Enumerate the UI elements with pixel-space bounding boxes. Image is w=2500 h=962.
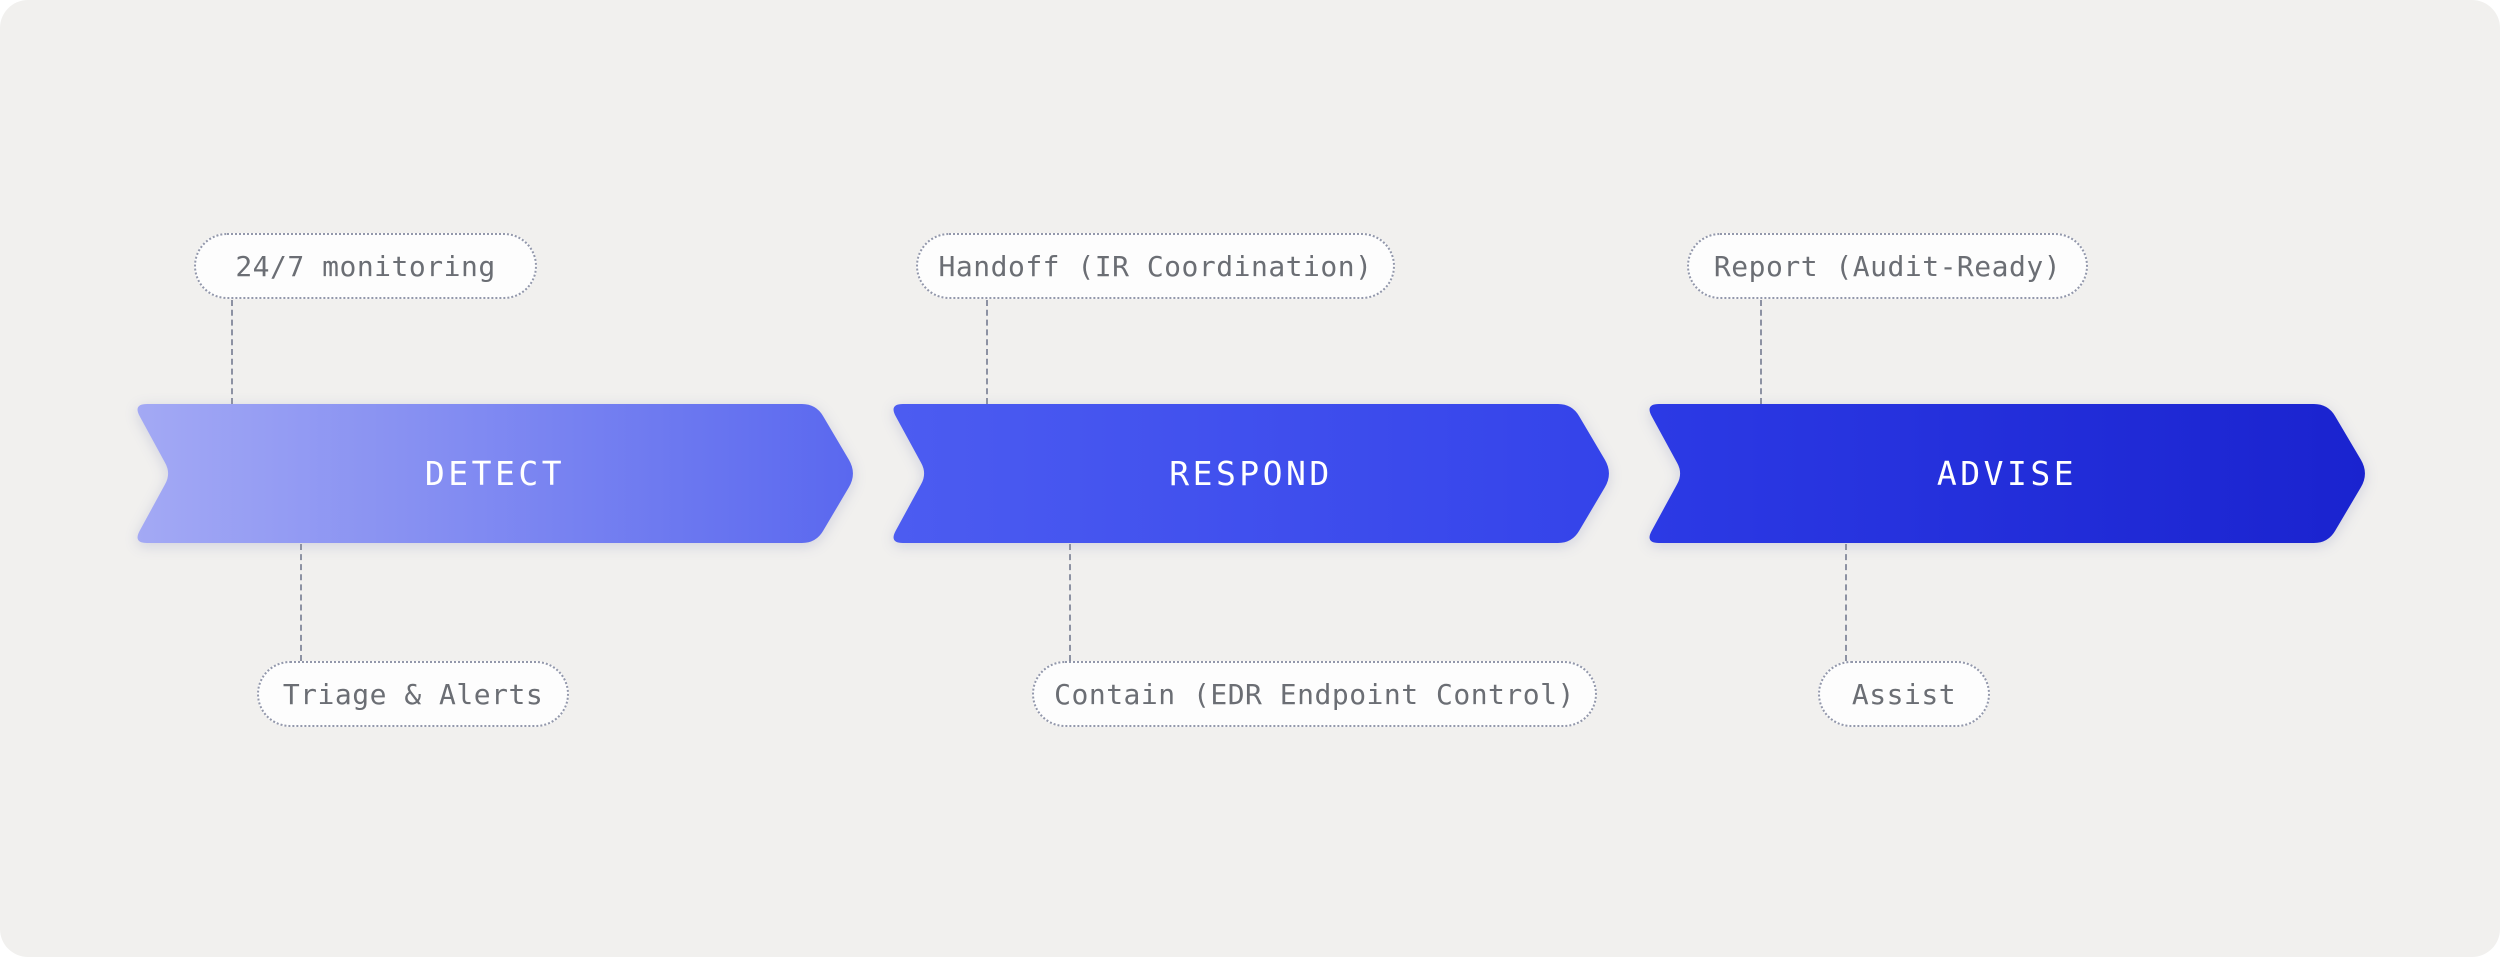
tag-pill-triage: Triage & Alerts	[257, 661, 569, 727]
connector-line-detect-bottom	[300, 544, 302, 661]
tag-pill-assist: Assist	[1818, 661, 1990, 727]
step-chevron-advise	[1649, 404, 2365, 543]
tag-pill-report: Report (Audit-Ready)	[1687, 233, 2088, 299]
tag-pill-handoff: Handoff (IR Coordination)	[916, 233, 1395, 299]
connector-line-respond-bottom	[1069, 544, 1071, 661]
chevron-arrow-shape	[893, 404, 1609, 543]
tag-pill-label: Contain (EDR Endpoint Control)	[1054, 677, 1575, 711]
chevron-arrow-shape	[137, 404, 853, 543]
tag-pill-label: Handoff (IR Coordination)	[938, 249, 1373, 283]
tag-pill-label: Report (Audit-Ready)	[1713, 249, 2062, 283]
tag-pill-contain: Contain (EDR Endpoint Control)	[1032, 661, 1597, 727]
step-chevron-detect	[137, 404, 853, 543]
connector-line-detect-top	[231, 300, 233, 404]
tag-pill-label: 24/7 monitoring	[235, 249, 496, 283]
connector-line-respond-top	[986, 300, 988, 404]
tag-pill-monitoring: 24/7 monitoring	[194, 233, 537, 299]
tag-pill-label: Triage & Alerts	[282, 677, 544, 711]
connector-line-advise-bottom	[1845, 544, 1847, 661]
chevron-arrow-shape	[1649, 404, 2365, 543]
tag-pill-label: Assist	[1851, 677, 1957, 711]
step-chevron-respond	[893, 404, 1609, 543]
connector-line-advise-top	[1760, 300, 1762, 404]
